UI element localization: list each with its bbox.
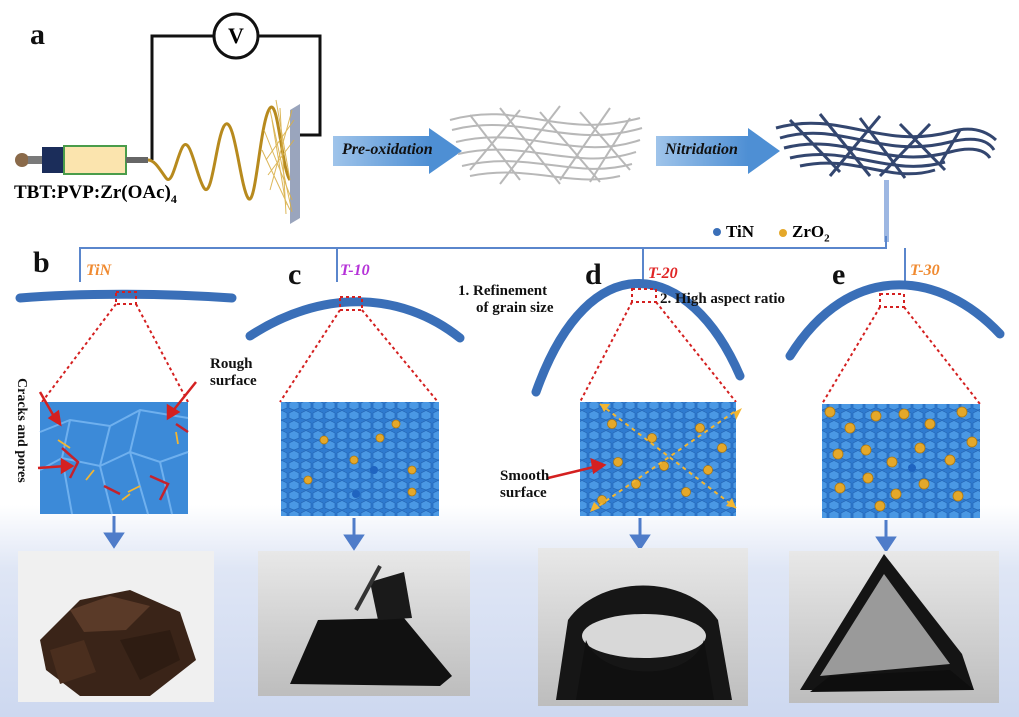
electrospinning-setup	[15, 12, 322, 224]
pre-oxidation-label: Pre-oxidation	[342, 141, 433, 158]
preoxidized-mat	[449, 105, 643, 185]
syringe-plunger	[42, 147, 64, 173]
tile-t20	[580, 402, 736, 516]
photo-tin	[18, 551, 214, 702]
sample-label-tin: TiN	[86, 262, 112, 279]
product-connector	[884, 180, 889, 242]
cracks-label: Cracks and pores	[14, 378, 29, 483]
arrow-nitridation	[656, 136, 748, 166]
transport-paths	[589, 403, 737, 513]
annotation-arrows	[37, 381, 607, 480]
legend-zro2: ZrO2	[792, 222, 830, 245]
tile-t10	[281, 402, 439, 516]
panel-label-a: a	[30, 18, 45, 51]
fiber-tin	[15, 289, 237, 303]
wire-right	[258, 34, 322, 137]
wire-left	[150, 34, 214, 160]
panel-label-c: c	[288, 258, 302, 291]
collector-plate	[290, 104, 300, 224]
zro2-particles	[303, 406, 978, 512]
photo-t10	[258, 551, 470, 696]
syringe-needle	[126, 157, 148, 163]
photo-t30	[789, 551, 999, 703]
sample-label-t10: T-10	[340, 262, 370, 279]
deposited-fibers	[261, 99, 295, 215]
solution-label: TBT:PVP:Zr(OAc)4	[14, 182, 177, 206]
down-arrows	[103, 516, 897, 553]
tin-dot-icon	[713, 228, 721, 236]
panel-label-b: b	[33, 246, 50, 279]
syringe-barrel	[63, 145, 127, 175]
fiber-t10	[245, 297, 465, 343]
panel-label-d: d	[585, 258, 602, 291]
sample-label-t30: T-30	[910, 262, 940, 279]
polymer-jet	[147, 105, 292, 201]
zro2-dot-icon	[779, 229, 787, 237]
fiber-t20	[531, 279, 745, 397]
tin-grains	[352, 464, 916, 498]
fibers	[15, 279, 1005, 397]
branch-line	[79, 236, 887, 282]
panel-label-e: e	[832, 258, 846, 291]
plunger-knob	[15, 153, 29, 167]
photo-t20	[538, 548, 748, 706]
voltmeter-icon	[212, 12, 260, 60]
nitrided-mat	[775, 113, 998, 179]
fiber-t30	[785, 280, 1005, 361]
sample-label-t20: T-20	[648, 265, 678, 282]
tile-tin	[39, 402, 189, 515]
voltmeter-label: V	[228, 23, 244, 48]
zoom-guides	[41, 288, 981, 405]
arrow-pre-oxidation	[333, 136, 429, 166]
legend-tin: TiN	[726, 222, 755, 241]
aspect-ratio-label: 2. High aspect ratio	[660, 291, 785, 307]
nitridation-label: Nitridation	[665, 141, 738, 158]
